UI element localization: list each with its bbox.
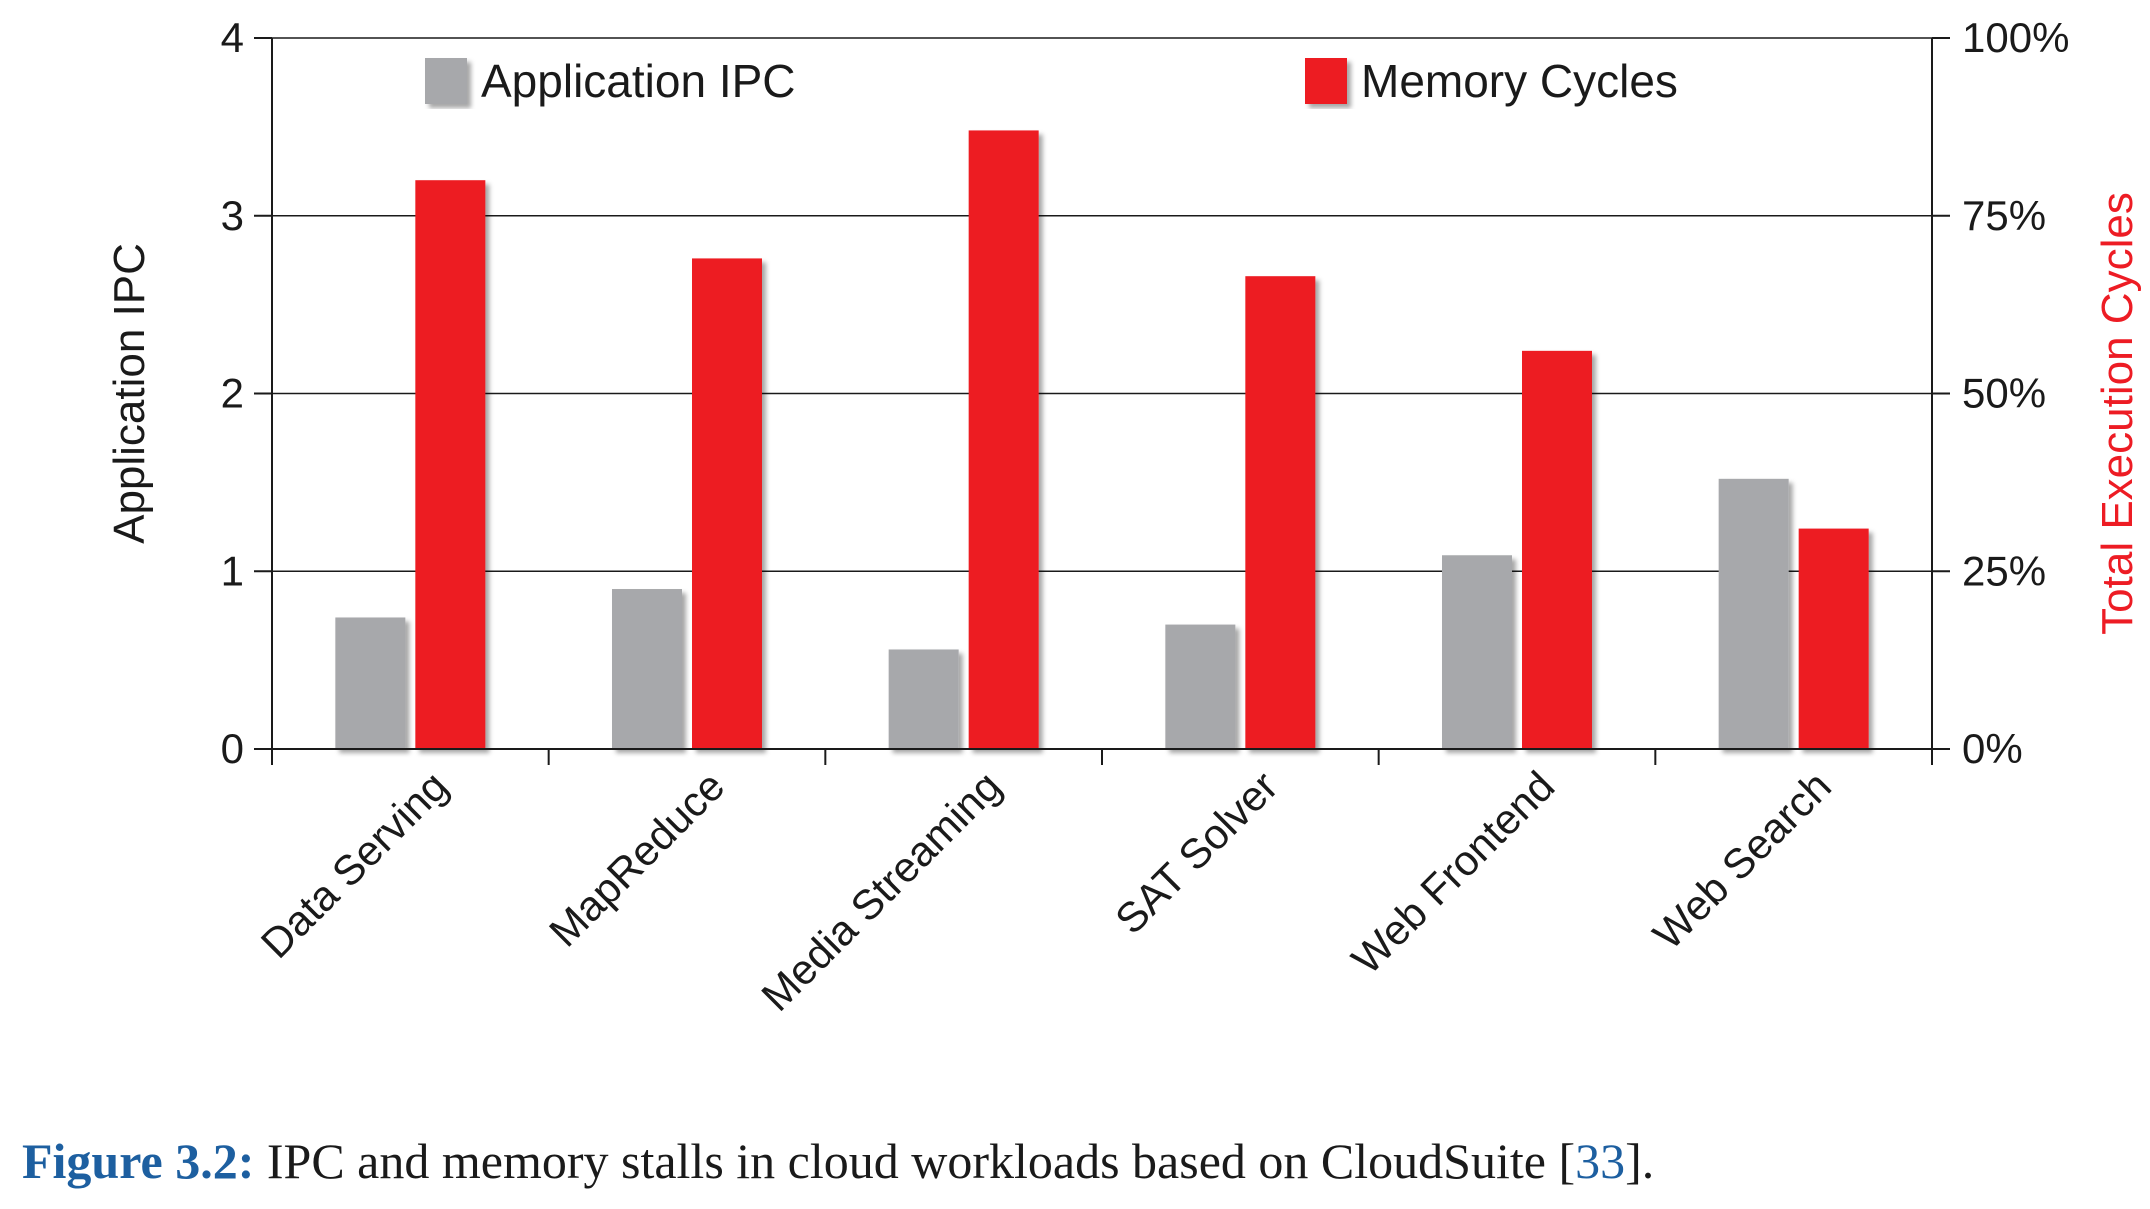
category-label: MapReduce <box>540 762 733 955</box>
y-tick-label: 4 <box>221 14 244 61</box>
category-label: SAT Solver <box>1106 762 1287 943</box>
y2-tick-label: 75% <box>1962 192 2046 239</box>
ipc-bar <box>1165 624 1236 749</box>
y2-tick-label: 25% <box>1962 547 2046 594</box>
gridlines <box>272 37 1932 572</box>
category-label: Data Serving <box>252 762 457 967</box>
ipc-bar <box>888 649 959 749</box>
y-tick-label: 1 <box>221 547 244 594</box>
memory-cycles-bar <box>692 258 762 749</box>
memory-cycles-bar <box>1245 276 1316 749</box>
y2-tick-label: 50% <box>1962 370 2046 417</box>
y-tick-label: 0 <box>221 725 244 772</box>
bars-group <box>335 130 1869 749</box>
legend-swatch <box>1305 58 1347 104</box>
tick-labels: 0 1 2 3 4 0% 25% 50% 75% 100% <box>221 14 2070 772</box>
figure-caption: Figure 3.2: IPC and memory stalls in clo… <box>22 1132 1654 1190</box>
memory-cycles-bar <box>1522 350 1592 749</box>
legend-swatch <box>425 58 467 104</box>
caption-ref: 33 <box>1575 1133 1626 1189</box>
y2-axis-title: Total Execution Cycles <box>2093 192 2142 635</box>
ipc-bar <box>1718 478 1789 749</box>
ipc-bar <box>335 617 406 749</box>
caption-ref-open: [ <box>1558 1133 1576 1189</box>
y2-tick-label: 0% <box>1962 725 2023 772</box>
memory-cycles-bar <box>1798 528 1869 749</box>
y-axis-title: Application IPC <box>105 243 154 544</box>
ipc-bar <box>612 589 682 749</box>
bar-chart: 0 1 2 3 4 0% 25% 50% 75% 100% Data Serving MapRedu… <box>105 14 2142 1020</box>
y-tick-label: 2 <box>221 370 244 417</box>
category-label: Web Search <box>1644 762 1840 958</box>
memory-cycles-bar <box>415 180 486 749</box>
caption-text: IPC and memory stalls in cloud workloads… <box>254 1133 1559 1189</box>
memory-cycles-bar <box>968 130 1039 749</box>
caption-label: Figure 3.2: <box>22 1133 255 1189</box>
legend: Application IPC Memory Cycles <box>425 55 1678 107</box>
legend-label: Memory Cycles <box>1361 55 1678 107</box>
ipc-bar <box>1442 555 1512 749</box>
y2-tick-label: 100% <box>1962 14 2069 61</box>
axes <box>271 38 1933 765</box>
category-label: Media Streaming <box>752 762 1010 1020</box>
caption-ref-close: ]. <box>1625 1133 1655 1189</box>
legend-label: Application IPC <box>481 55 796 107</box>
y-tick-label: 3 <box>221 192 244 239</box>
category-label: Web Frontend <box>1342 762 1563 983</box>
